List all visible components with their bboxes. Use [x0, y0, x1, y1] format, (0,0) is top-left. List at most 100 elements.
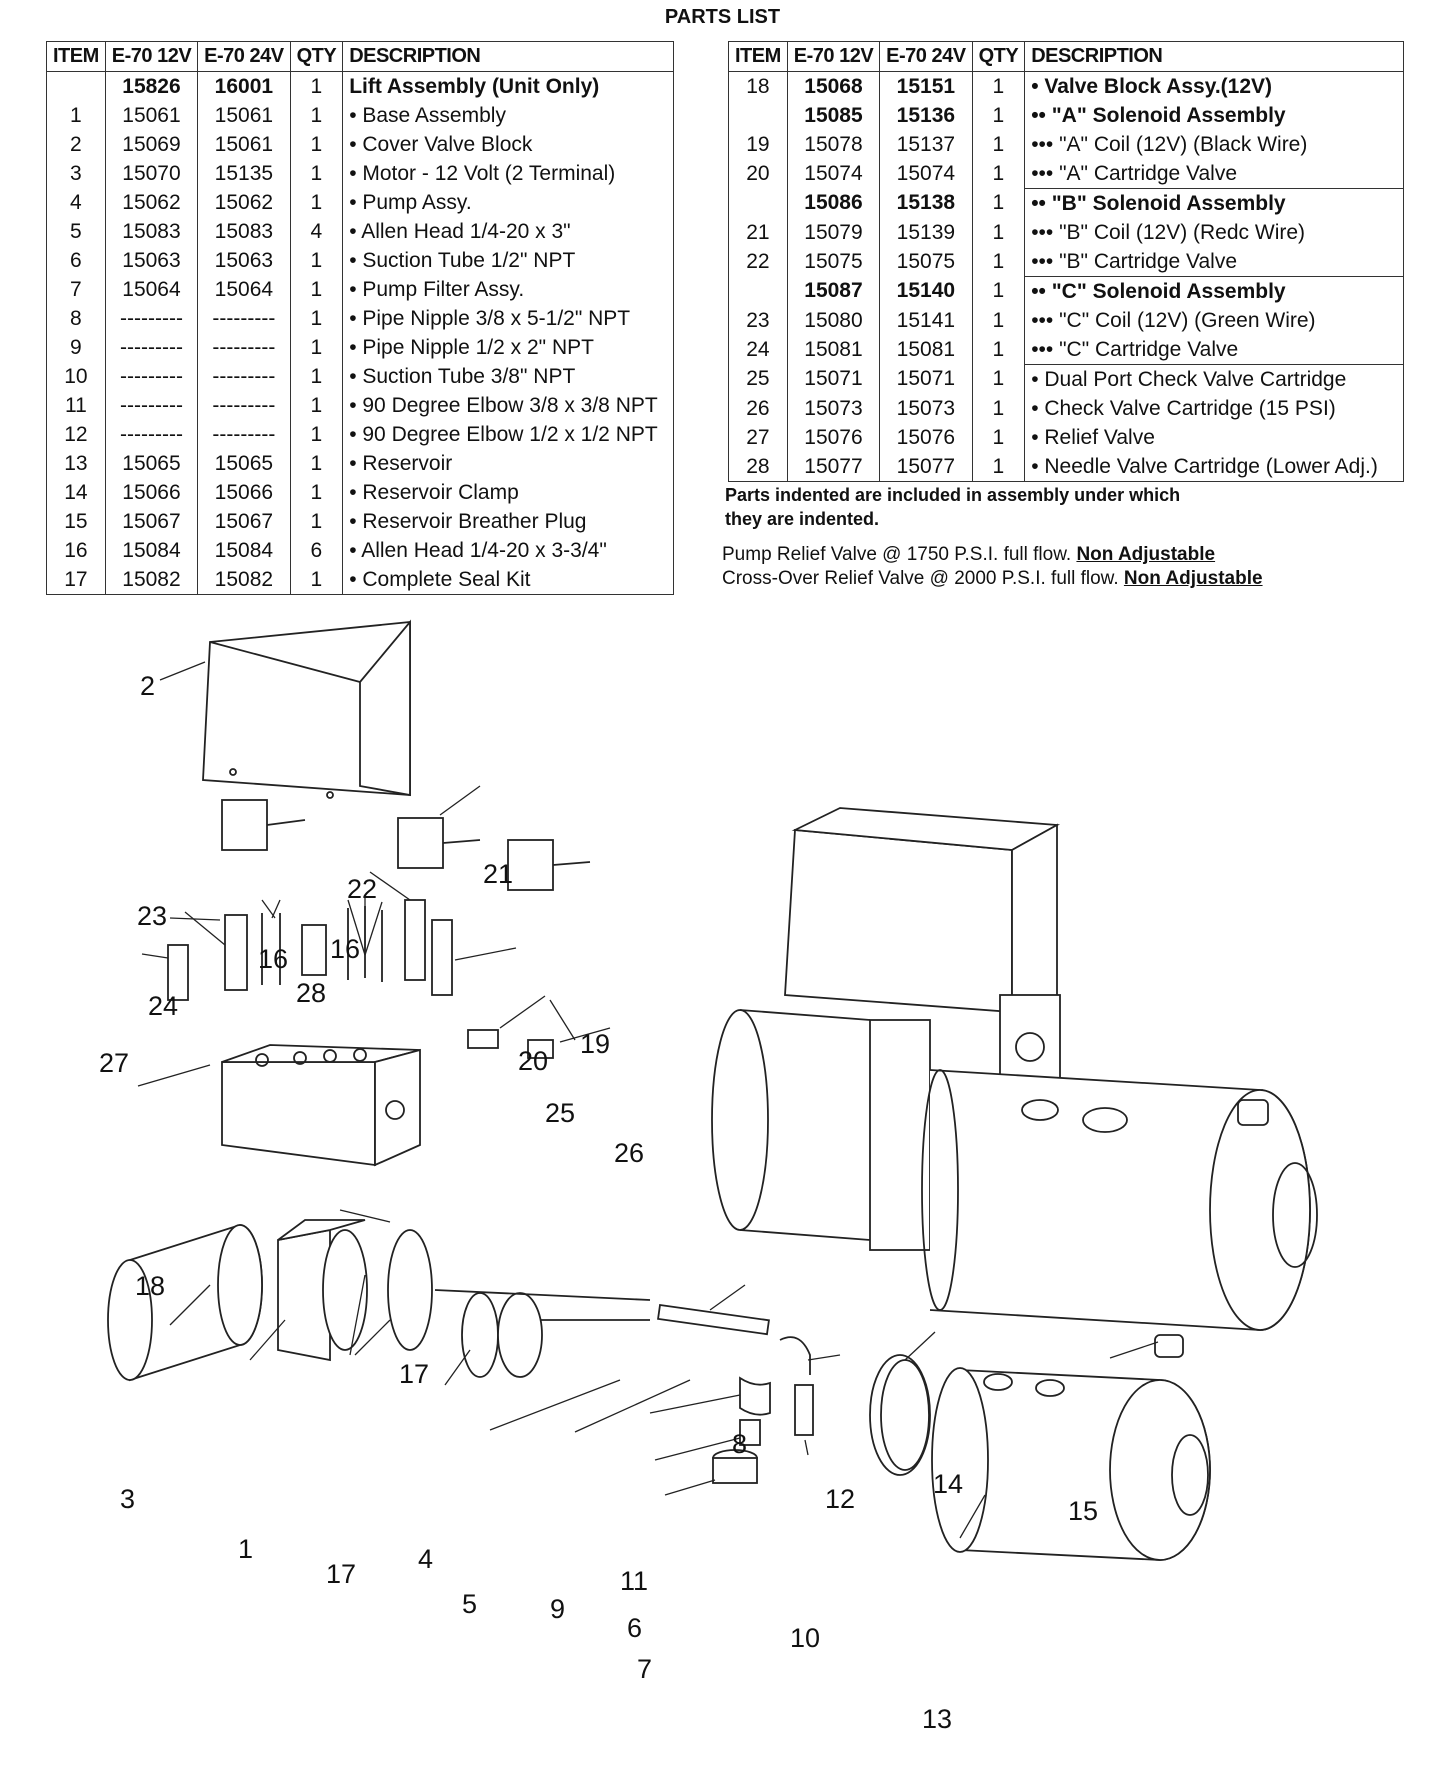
- cell-e70-12v: 15078: [786, 130, 881, 159]
- cell-item: 15: [46, 507, 106, 536]
- pipes-and-fittings-drawing: [657, 1303, 814, 1484]
- cell-e70-24v: 15074: [879, 159, 973, 189]
- cell-item: 12: [46, 420, 106, 449]
- cell-item: 9: [46, 333, 106, 362]
- cell-e70-24v: 15082: [197, 565, 291, 595]
- cell-e70-12v: 15081: [786, 335, 881, 365]
- cell-e70-24v: ---------: [197, 420, 291, 449]
- table-row: 9------------------1• Pipe Nipple 1/2 x …: [46, 333, 674, 362]
- cell-e70-12v: ---------: [104, 391, 199, 420]
- callout-7: 7: [637, 1654, 652, 1684]
- cell-description: • Relief Valve: [1024, 423, 1404, 452]
- relief-valve-notes: Pump Relief Valve @ 1750 P.S.I. full flo…: [722, 543, 1263, 591]
- cell-item: 11: [46, 391, 106, 420]
- callout-2: 2: [140, 671, 155, 701]
- cell-qty: 6: [289, 536, 344, 565]
- cell-e70-12v: 15076: [786, 423, 881, 452]
- crossover-relief-note: Cross-Over Relief Valve @ 2000 P.S.I. fu…: [722, 568, 1263, 589]
- cell-e70-24v: 15141: [879, 306, 973, 335]
- indent-note: Parts indented are included in assembly …: [725, 483, 1180, 531]
- cell-e70-12v: 15067: [104, 507, 199, 536]
- cell-e70-24v: 15139: [879, 218, 973, 247]
- table-row: 8------------------1• Pipe Nipple 3/8 x …: [46, 304, 674, 333]
- cell-qty: 1: [971, 423, 1026, 452]
- cell-e70-24v: 15063: [197, 246, 291, 275]
- cell-qty: 1: [971, 159, 1026, 189]
- cell-e70-24v: 15076: [879, 423, 973, 452]
- cell-description: • Suction Tube 1/2" NPT: [342, 246, 674, 275]
- cell-qty: 1: [289, 449, 344, 478]
- pump-assembly-drawing: [434, 1289, 651, 1378]
- cell-e70-12v: 15084: [104, 536, 199, 565]
- cell-qty: 1: [971, 335, 1026, 365]
- cell-qty: 1: [971, 364, 1026, 394]
- cell-qty: 1: [289, 333, 344, 362]
- motor-drawing: [107, 1224, 263, 1382]
- cell-qty: 1: [289, 159, 344, 188]
- cell-description: •• "C" Solenoid Assembly: [1024, 276, 1404, 306]
- cell-qty: 1: [289, 362, 344, 391]
- cell-qty: 1: [971, 394, 1026, 423]
- cell-e70-12v: 15826: [104, 71, 199, 101]
- cell-qty: 1: [971, 306, 1026, 335]
- cell-item: [728, 101, 788, 130]
- cell-item: 7: [46, 275, 106, 304]
- exploded-view-diagram: 2 23 16 16 28 24 27 22 21 19 20 25 26 18…: [99, 619, 1318, 1734]
- cell-qty: 1: [289, 188, 344, 217]
- parts-table-right: ITEM E-70 12V E-70 24V QTY DESCRIPTION 1…: [728, 41, 1404, 482]
- callout-25: 25: [545, 1098, 575, 1128]
- col-description: DESCRIPTION: [342, 41, 674, 72]
- cell-e70-12v: 15083: [104, 217, 199, 246]
- callout-16: 16: [330, 934, 360, 964]
- cell-e70-24v: 15137: [879, 130, 973, 159]
- cell-e70-24v: 15067: [197, 507, 291, 536]
- callout-21: 21: [483, 859, 513, 889]
- cell-e70-12v: 15064: [104, 275, 199, 304]
- cell-qty: 1: [289, 275, 344, 304]
- cell-e70-12v: 15062: [104, 188, 199, 217]
- cell-description: • Base Assembly: [342, 101, 674, 130]
- col-item: ITEM: [728, 41, 788, 72]
- cell-description: • Allen Head 1/4-20 x 3": [342, 217, 674, 246]
- valve-block-drawing: [221, 1044, 421, 1167]
- table-row: 12------------------1• 90 Degree Elbow 1…: [46, 420, 674, 449]
- cell-e70-24v: ---------: [197, 391, 291, 420]
- cell-e70-12v: ---------: [104, 304, 199, 333]
- cell-description: • Cover Valve Block: [342, 130, 674, 159]
- table-row: 10------------------1• Suction Tube 3/8"…: [46, 362, 674, 391]
- col-e70-12v: E-70 12V: [786, 41, 881, 72]
- cell-item: [728, 276, 788, 306]
- cell-description: • Dual Port Check Valve Cartridge: [1024, 364, 1404, 394]
- callout-17: 17: [399, 1359, 429, 1389]
- cell-qty: 1: [289, 101, 344, 130]
- cell-e70-24v: 15140: [879, 276, 973, 306]
- cell-e70-12v: 15073: [786, 394, 881, 423]
- cell-item: 3: [46, 159, 106, 188]
- indent-note-line2: they are indented.: [725, 509, 880, 529]
- callout-11: 11: [620, 1566, 648, 1596]
- cell-e70-12v: 15065: [104, 449, 199, 478]
- cell-qty: 1: [971, 71, 1026, 101]
- cell-qty: 1: [971, 247, 1026, 277]
- cell-description: • Needle Valve Cartridge (Lower Adj.): [1024, 452, 1404, 482]
- cell-item: 10: [46, 362, 106, 391]
- cell-item: 4: [46, 188, 106, 217]
- cell-description: •• "A" Solenoid Assembly: [1024, 101, 1404, 130]
- callout-24: 24: [148, 991, 178, 1021]
- cell-description: • Pipe Nipple 1/2 x 2" NPT: [342, 333, 674, 362]
- cell-item: 1: [46, 101, 106, 130]
- cell-description: • 90 Degree Elbow 1/2 x 1/2 NPT: [342, 420, 674, 449]
- cover-valve-block-drawing: [202, 619, 411, 799]
- cell-description: • Pump Filter Assy.: [342, 275, 674, 304]
- col-qty: QTY: [971, 41, 1026, 72]
- cell-item: 19: [728, 130, 788, 159]
- cell-description: • Allen Head 1/4-20 x 3-3/4": [342, 536, 674, 565]
